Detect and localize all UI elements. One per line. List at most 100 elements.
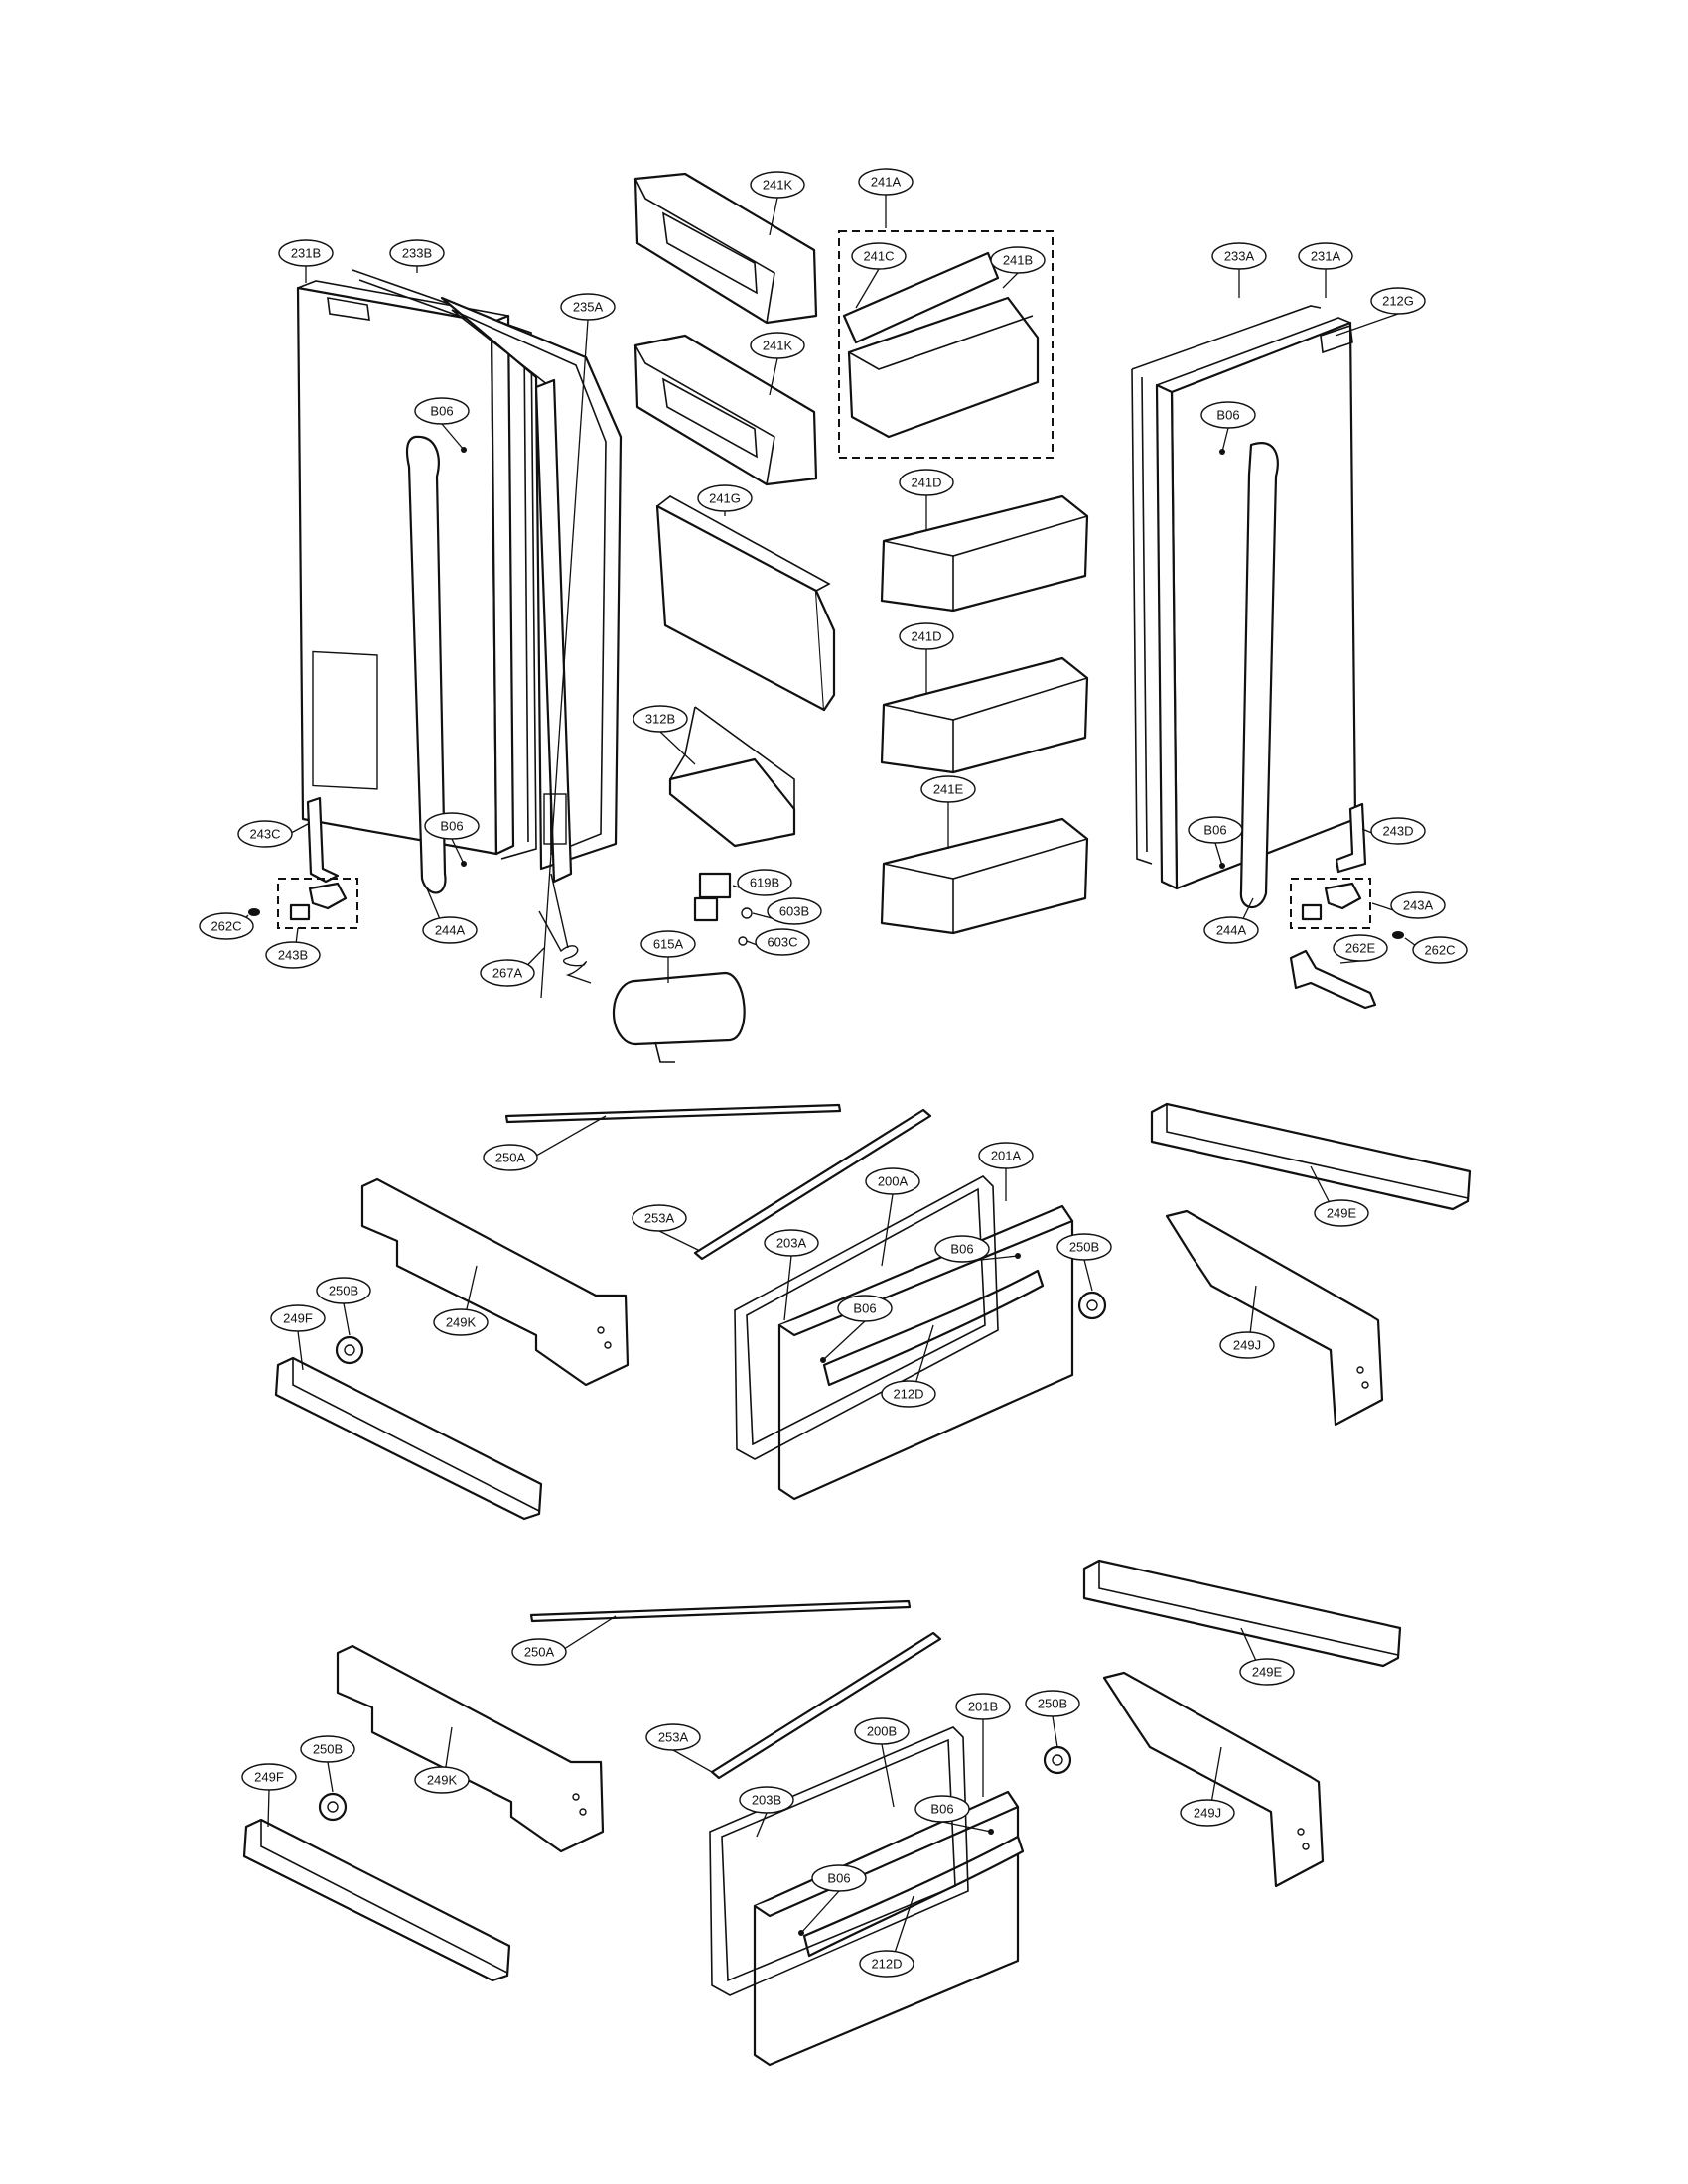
callout-label: 249E <box>1252 1665 1283 1680</box>
callout-bubble <box>899 622 954 650</box>
drawer-gasket-203b <box>709 1726 969 1996</box>
gear-250b-1 <box>335 1335 364 1365</box>
callout-243b: 243B <box>265 927 321 969</box>
callout-label: 249E <box>1327 1206 1357 1221</box>
leader-line <box>441 423 465 451</box>
callout-249f: 249F <box>241 1763 297 1828</box>
gear-250b-2 <box>1077 1291 1107 1320</box>
callout-bubble <box>865 1167 920 1195</box>
leader-line <box>822 1320 866 1361</box>
callout-bubble <box>1333 934 1388 962</box>
bin-shelf-241c <box>842 251 1000 344</box>
callout-bubble <box>422 916 478 944</box>
callout-label: 235A <box>573 300 604 315</box>
drawer-liner-200b <box>721 1738 956 1982</box>
callout-label: B06 <box>440 819 463 834</box>
callout-b06: B06 <box>934 1235 1019 1263</box>
door-bin-241d-2 <box>880 656 1089 774</box>
callout-b06: B06 <box>1200 401 1256 453</box>
callout-bubble <box>697 484 753 512</box>
callout-bubble <box>755 928 810 956</box>
callout-bubble <box>1200 401 1256 429</box>
callout-241g: 241G <box>697 484 753 516</box>
callout-203a: 203A <box>764 1229 819 1321</box>
callout-200b: 200B <box>854 1717 910 1808</box>
callout-bubble <box>1314 1199 1369 1227</box>
leader-line <box>343 1302 351 1336</box>
callout-label: 241E <box>933 782 964 797</box>
hinge-cover <box>289 903 311 921</box>
callout-bubble <box>300 1735 355 1763</box>
callout-262c: 262C <box>199 912 254 940</box>
drawer-rail-249e-2 <box>1082 1559 1402 1668</box>
callout-241k: 241K <box>750 332 805 396</box>
callout-label: 201A <box>991 1149 1022 1163</box>
leader-line <box>1335 313 1399 337</box>
callout-249e: 249E <box>1310 1165 1369 1227</box>
callout-label: 212G <box>1382 294 1414 309</box>
callout-b06: B06 <box>424 812 480 865</box>
callout-bubble <box>414 397 470 425</box>
callout-231a: 231A <box>1298 242 1353 298</box>
callout-bubble <box>265 941 321 969</box>
callout-bubble <box>899 469 954 496</box>
drawer-liner-200a <box>746 1187 986 1446</box>
leader-line <box>756 1812 768 1838</box>
callout-bubble <box>389 239 445 267</box>
callout-label: 619B <box>750 876 779 890</box>
leader-line <box>1002 272 1019 289</box>
callout-bubble <box>645 1723 701 1751</box>
callout-249f: 249F <box>270 1304 326 1371</box>
door-bin-241e <box>880 817 1089 935</box>
callout-241a: 241A <box>858 168 914 228</box>
callout-bubble <box>851 242 907 270</box>
leader-line <box>769 197 778 236</box>
callout-bubble <box>750 171 805 199</box>
callout-bubble <box>750 332 805 359</box>
callout-bubble <box>858 168 914 196</box>
callout-label: B06 <box>1216 408 1239 423</box>
callout-212d: 212D <box>859 1895 914 1978</box>
callout-label: 203B <box>752 1793 781 1808</box>
callout-249j: 249J <box>1180 1746 1235 1827</box>
callout-bubble <box>480 959 535 987</box>
callout-label: 233A <box>1224 249 1255 264</box>
leader-line <box>267 1789 270 1828</box>
callout-label: 243B <box>278 948 308 963</box>
callout-label: 241C <box>863 249 894 264</box>
left-door-handle <box>405 435 447 894</box>
callout-bubble <box>764 1229 819 1257</box>
callout-243c: 243C <box>237 820 309 848</box>
callout-label: 212D <box>871 1957 902 1972</box>
callout-label: 212D <box>893 1387 923 1402</box>
callout-241b: 241B <box>990 246 1046 289</box>
leader-line <box>1083 1259 1093 1292</box>
callout-bubble <box>414 1766 470 1794</box>
callout-label: 249J <box>1233 1338 1261 1353</box>
callout-bubble <box>270 1304 326 1332</box>
callout-250a: 250A <box>511 1615 617 1666</box>
callout-label: 249J <box>1194 1806 1221 1821</box>
callout-label: 249F <box>283 1311 313 1326</box>
callout-241c: 241C <box>851 242 907 309</box>
drawer-frame-249k-2 <box>336 1644 605 1853</box>
water-valve-619b <box>693 872 753 946</box>
callout-250b: 250B <box>300 1735 355 1793</box>
leader-line <box>327 1761 334 1793</box>
callout-253a: 253A <box>632 1204 701 1252</box>
leader-line <box>1221 427 1229 453</box>
callout-bubble <box>1025 1690 1080 1717</box>
callout-label: 241D <box>911 629 941 644</box>
callout-label: 250B <box>329 1284 358 1298</box>
callout-203b: 203B <box>739 1786 794 1838</box>
callout-b06: B06 <box>1188 816 1243 867</box>
leader-line <box>769 357 778 396</box>
callout-243a: 243A <box>1371 891 1446 919</box>
cap-262c <box>248 908 260 916</box>
hinge-part-243a <box>1324 882 1362 910</box>
cap-262c <box>1392 931 1404 939</box>
callout-b06: B06 <box>914 1795 992 1833</box>
callout-label: 249K <box>446 1315 477 1330</box>
callout-bubble <box>241 1763 297 1791</box>
